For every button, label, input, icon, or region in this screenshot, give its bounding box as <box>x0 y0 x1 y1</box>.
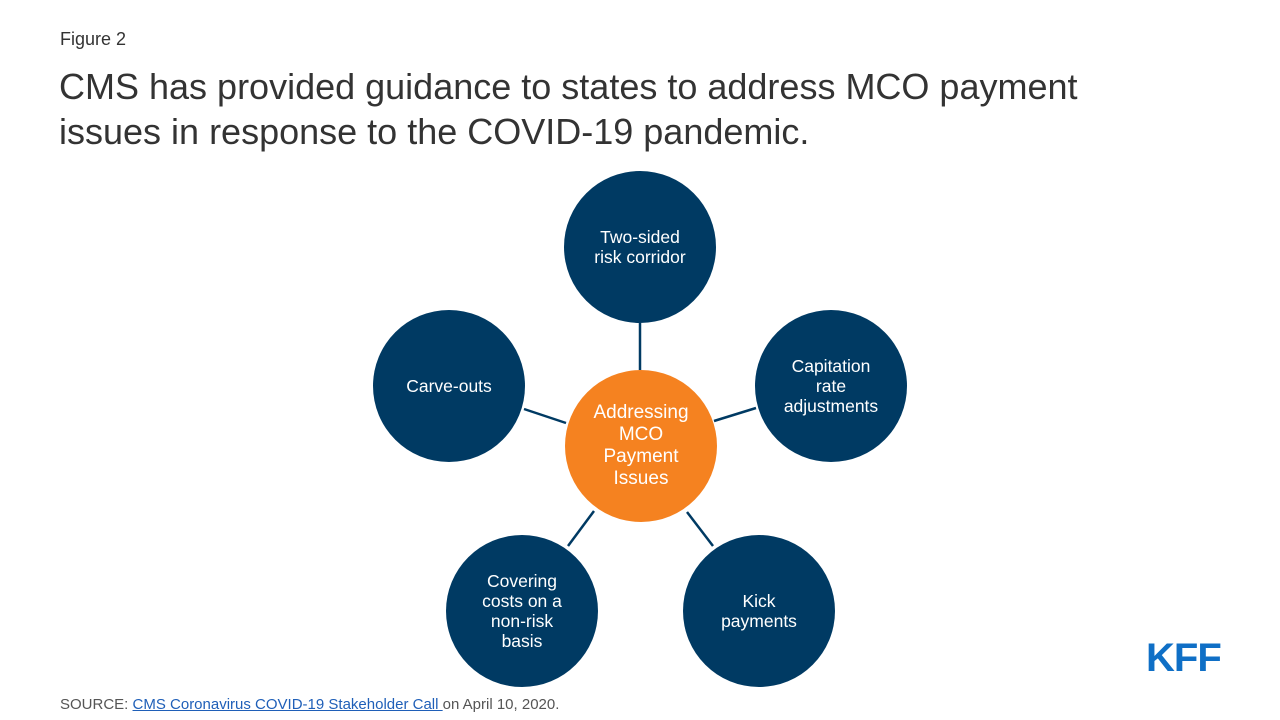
page-title: CMS has provided guidance to states to a… <box>59 66 1078 152</box>
source-suffix: on April 10, 2020. <box>442 696 560 713</box>
connector-left <box>523 407 567 425</box>
node-kick-payments: Kick payments <box>683 535 835 687</box>
node-two-sided-risk-corridor: Two-sided risk corridor <box>564 171 716 323</box>
node-carve-outs: Carve-outs <box>373 310 525 462</box>
center-label: Addressing MCO Payment Issues <box>593 402 689 489</box>
connector-bottom-right <box>686 511 714 547</box>
kff-logo: KFF <box>1146 636 1222 680</box>
source-prefix: SOURCE: <box>60 696 133 713</box>
node-center-addressing-mco-payment-issues: Addressing MCO Payment Issues <box>565 370 717 522</box>
source-link[interactable]: CMS Coronavirus COVID-19 Stakeholder Cal… <box>132 696 443 713</box>
node-label: Carve-outs <box>406 376 492 396</box>
node-label: Covering costs on a non-risk basis <box>482 571 562 651</box>
node-label: Kick payments <box>721 591 797 631</box>
node-covering-costs: Covering costs on a non-risk basis <box>446 535 598 687</box>
source-note: SOURCE: CMS Coronavirus COVID-19 Stakeho… <box>60 696 559 713</box>
node-label: Capitation rate adjustments <box>783 356 879 416</box>
connector-right <box>713 406 757 423</box>
connector-bottom-left <box>566 510 596 547</box>
figure-label: Figure 2 <box>60 29 127 49</box>
node-label: Two-sided risk corridor <box>594 227 686 267</box>
node-capitation-rate-adjustments: Capitation rate adjustments <box>755 310 907 462</box>
